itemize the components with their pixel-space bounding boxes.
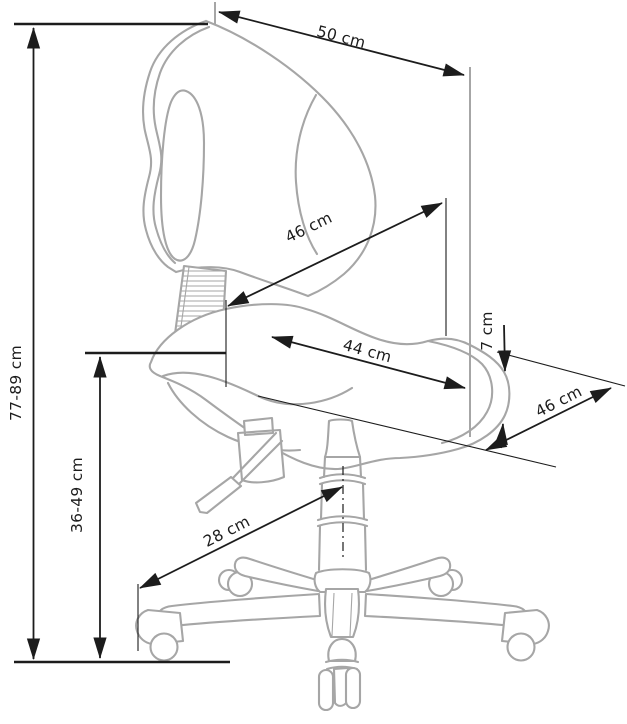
base-arm-rear-right [363,556,452,593]
dim-line-backrest-width [218,10,465,77]
gas-cylinder [316,418,369,572]
extension-lines [137,198,626,651]
label-seat-height: 36-49 cm [68,457,86,533]
base-arm-left [156,592,322,628]
label-seat-thickness: 7 cm [478,311,496,351]
front-caster [317,637,362,712]
dim-line-seat-width [271,335,466,390]
base-arm-right [363,592,529,628]
base-arm-front [324,587,360,639]
cylinder-cone [323,418,362,459]
base [135,556,550,712]
left-caster-wheel [149,632,179,662]
dim-line-seat-thickness-bottom [494,423,508,449]
front-caster-dome [327,637,357,663]
label-overall-height: 77-89 cm [7,345,25,421]
label-seat-depth: 46 cm [532,382,585,421]
label-backrest-width: 50 cm [315,22,368,52]
width-extension-lines [214,2,471,437]
base-arm-front-facets [331,592,353,637]
lever-handle [194,475,243,515]
dim-line-seat-thickness-top [497,324,512,372]
gas-lift-lever [194,416,286,515]
reference-lines [14,22,230,664]
dimension-lines [14,10,626,664]
right-caster [500,608,550,662]
front-caster-wheel-left [317,668,335,712]
dimension-labels: 50 cm 77-89 cm 46 cm 44 cm 7 cm 46 cm 36… [7,22,585,551]
dim-line-seat-depth [485,387,612,451]
right-caster-wheel [506,632,536,662]
dim-line-base-radius [139,486,343,589]
lever-rod [230,431,284,487]
left-caster [135,608,185,662]
dim-line-backrest-height [227,202,443,307]
front-caster-wheel-right [344,666,362,710]
backrest-outline [141,19,377,298]
